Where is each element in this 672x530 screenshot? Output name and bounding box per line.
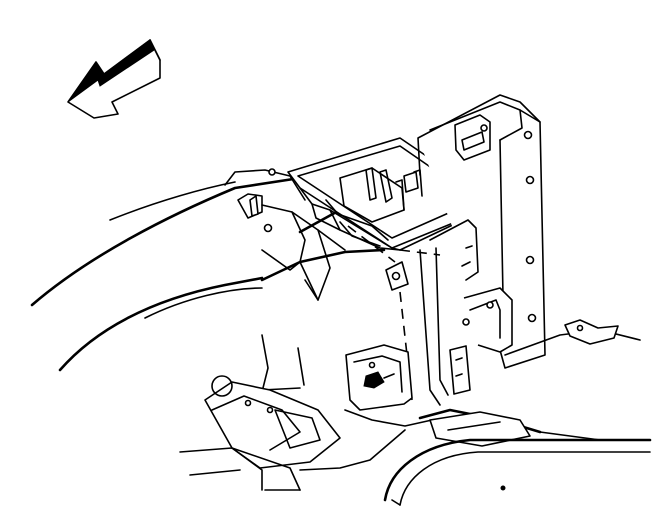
lower-housing (189, 408, 652, 506)
mounting-bracket (417, 94, 546, 406)
center-mount-plate (344, 344, 433, 427)
front-direction-arrow-icon (67, 39, 161, 119)
fender-outline (30, 176, 386, 372)
lower-support-structure (179, 334, 341, 491)
clip-fastener (347, 225, 441, 401)
lower-bracket (449, 287, 641, 395)
